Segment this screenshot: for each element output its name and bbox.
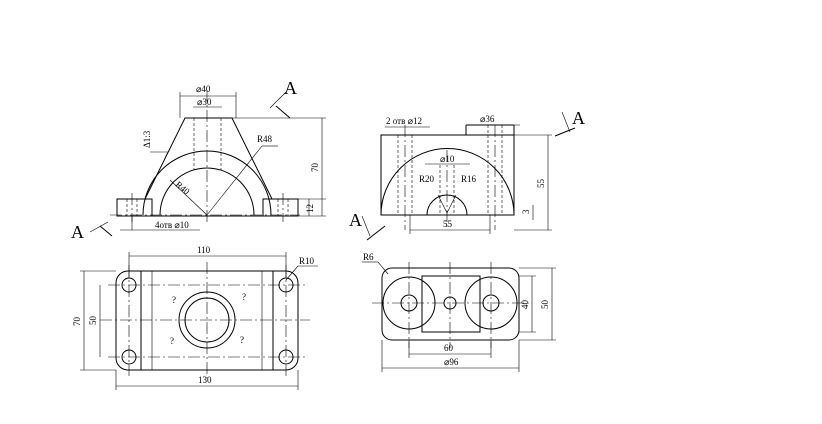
dim-hole-spacing: 110 (197, 245, 211, 255)
top-view: ? ? ? ? 110 R10 70 50 130 (72, 245, 318, 390)
dim-side-r20: R20 (419, 174, 435, 184)
dim-bottom-height-outer: 50 (540, 300, 550, 310)
dim-side-gap: 3 (521, 209, 531, 214)
dim-depth-total: 70 (72, 317, 82, 327)
dim-side-height: 55 (536, 179, 546, 189)
dim-side-boss: ⌀36 (480, 114, 495, 124)
dim-bottom-width-inner: 60 (444, 343, 454, 353)
dim-top-inner-dia: ⌀30 (197, 97, 212, 107)
dim-side-hole: ⌀10 (440, 154, 455, 164)
top-mark-4: ? (240, 335, 244, 345)
dim-side-holes: 2 отв ⌀12 (386, 116, 422, 126)
bottom-view: R6 40 50 60 ⌀96 (362, 252, 556, 372)
dim-holes: 4отв ⌀10 (155, 220, 189, 230)
dim-length-total: 130 (198, 375, 212, 385)
dim-hole-row-spacing: 50 (88, 316, 98, 326)
dim-bottom-radius: R6 (363, 252, 374, 262)
section-mark-a-side-top: A (572, 108, 585, 128)
section-mark-a-top: A (284, 78, 297, 98)
dim-slope: Δ1:3 (142, 130, 152, 148)
dim-corner-radius: R10 (299, 256, 315, 266)
dim-inner-radius: R40 (174, 179, 192, 197)
top-mark-1: ? (172, 295, 176, 305)
dim-bottom-width-outer: ⌀96 (444, 357, 459, 367)
dim-base-height: 12 (305, 204, 315, 213)
dim-outer-radius: R48 (257, 134, 273, 144)
section-mark-a-bottom: A (71, 222, 84, 242)
front-view: ⌀40 ⌀30 R48 R40 Δ1:3 70 12 4отв ⌀10 A A (71, 78, 326, 242)
dim-side-r16: R16 (461, 174, 477, 184)
top-mark-3: ? (170, 336, 174, 346)
dim-height-total: 70 (310, 163, 320, 173)
section-mark-a-side-bottom: A (349, 210, 362, 230)
side-view: 2 отв ⌀12 ⌀36 ⌀10 R20 R16 55 55 3 A A (349, 108, 585, 241)
dim-bottom-height-inner: 40 (520, 300, 530, 310)
dim-side-width: 55 (443, 219, 453, 229)
dim-top-outer-dia: ⌀40 (196, 84, 211, 94)
top-mark-2: ? (242, 292, 246, 302)
